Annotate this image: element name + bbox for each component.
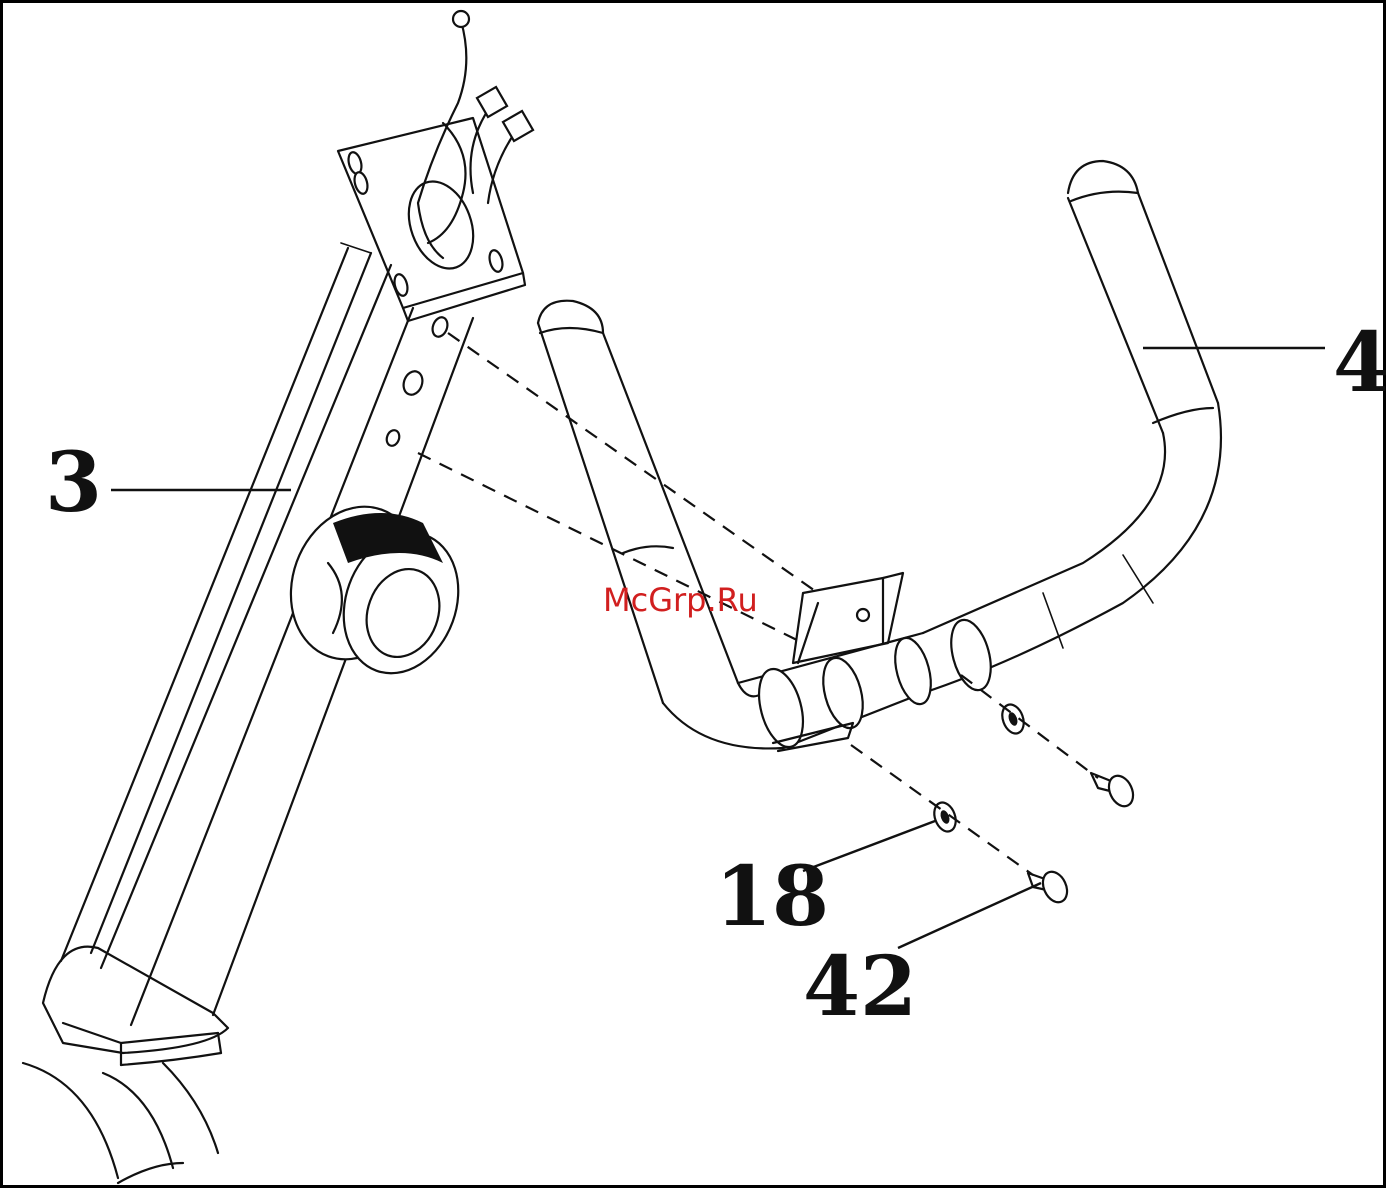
console-mount-plate <box>338 11 533 321</box>
adjustment-knob <box>270 488 477 689</box>
callout-label-42: 42 <box>803 939 917 1035</box>
assembly-lines <box>418 333 1098 875</box>
callout-label-3: 3 <box>45 435 102 531</box>
callout-label-4: 4 <box>1333 315 1386 411</box>
upright-post <box>23 243 473 1183</box>
exploded-assembly-diagram: 3 4 18 42 McGrp.Ru <box>3 3 1386 1191</box>
watermark-text: McGrp.Ru <box>603 581 758 619</box>
post-hole <box>385 428 402 447</box>
post-hole <box>400 369 425 398</box>
callout-label-18: 18 <box>715 849 829 945</box>
handlebar <box>538 161 1221 752</box>
post-hole <box>430 315 450 339</box>
